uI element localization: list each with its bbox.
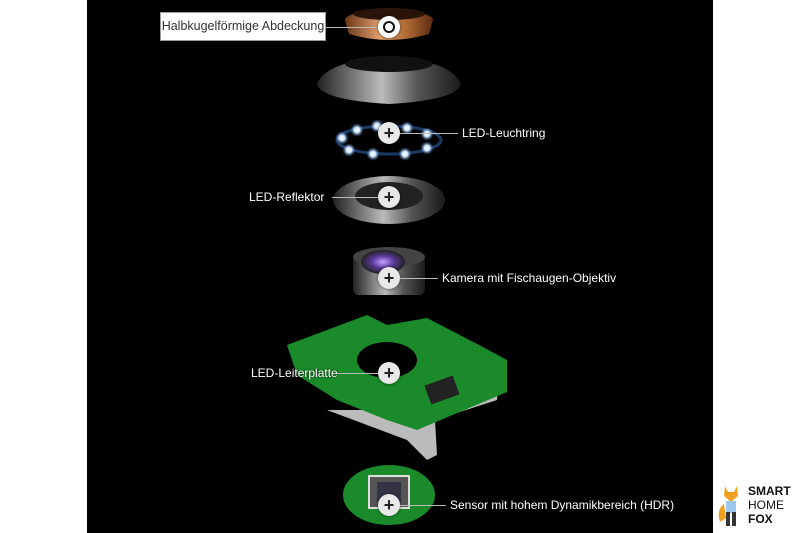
- plus-icon: +: [383, 268, 395, 288]
- logo-text-smart: SMART: [748, 484, 791, 498]
- plus-icon: +: [383, 187, 395, 207]
- camera-exploded-illustration: [287, 8, 507, 525]
- logo-text-home: HOME: [748, 498, 784, 512]
- callout-line: [332, 197, 378, 198]
- label-led-reflector: LED-Reflektor: [249, 190, 325, 204]
- label-led-ring: LED-Leuchtring: [462, 126, 546, 140]
- label-fisheye-camera: Kamera mit Fischaugen-Objektiv: [442, 271, 617, 285]
- label-hdr-sensor: Sensor mit hohem Dynamikbereich (HDR): [450, 498, 675, 512]
- plus-icon: +: [383, 363, 395, 383]
- steel-housing: [317, 56, 461, 104]
- hotspot-hdr-sensor[interactable]: +: [378, 494, 400, 516]
- hotspot-led-circuit-board[interactable]: +: [378, 362, 400, 384]
- callout-line: [400, 133, 458, 134]
- plus-icon: +: [383, 123, 395, 143]
- plus-icon: +: [383, 495, 395, 515]
- hotspot-led-ring[interactable]: +: [378, 122, 400, 144]
- hotspot-cover-active[interactable]: [378, 16, 400, 38]
- exploded-view-stage: [87, 0, 713, 533]
- label-led-circuit-board: LED-Leiterplatte: [251, 366, 338, 380]
- smart-home-fox-logo: SMART HOME FOX: [716, 482, 800, 530]
- callout-line: [400, 505, 446, 506]
- callout-line: [336, 373, 378, 374]
- callout-line: [400, 278, 438, 279]
- tooltip-halbkugelfoermige-abdeckung: Halbkugelförmige Abdeckung: [160, 12, 326, 41]
- ring-icon: [383, 21, 395, 33]
- callout-line: [326, 27, 378, 28]
- hotspot-fisheye-camera[interactable]: +: [378, 267, 400, 289]
- hotspot-led-reflector[interactable]: +: [378, 186, 400, 208]
- logo-text-fox: FOX: [748, 512, 773, 526]
- fox-mascot-icon: [718, 486, 738, 526]
- led-circuit-board: [287, 315, 507, 460]
